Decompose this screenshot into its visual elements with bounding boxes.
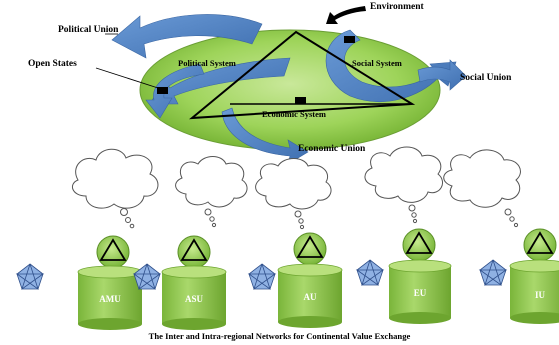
political-system-label: Political System	[178, 58, 236, 68]
thought-cloud-1	[71, 148, 159, 209]
figure-caption: The Inter and Intra-regional Networks fo…	[148, 331, 411, 341]
open-states-label: Open States	[28, 59, 77, 69]
node-box	[295, 97, 306, 104]
environment-arrow	[326, 6, 366, 24]
network-star-icon	[15, 263, 45, 291]
region-cylinders	[77, 259, 559, 330]
cylinder-eu	[388, 259, 452, 324]
thought-cloud-2	[175, 156, 248, 208]
thought-cloud-4	[364, 146, 443, 203]
social-union-arrow	[417, 59, 467, 91]
node-box	[344, 36, 355, 43]
economic-system-label: Economic System	[262, 109, 326, 119]
system-triangle	[188, 30, 416, 120]
cylinder-au	[277, 263, 343, 328]
network-star-icon	[355, 259, 385, 287]
social-system-arrow	[325, 29, 457, 102]
cylinder-iu	[509, 259, 559, 324]
thought-cloud-5	[443, 149, 521, 208]
region-label-amu: AMU	[99, 294, 121, 304]
node-box	[157, 87, 168, 94]
economic-union-label: Economic Union	[298, 144, 366, 154]
region-label-asu: ASU	[184, 294, 203, 304]
network-star-icon	[132, 263, 162, 291]
region-label-iu: IU	[534, 290, 545, 300]
network-star-icon	[478, 259, 508, 287]
political-union-label: Political Union	[58, 25, 119, 35]
social-system-label: Social System	[352, 58, 402, 68]
open-states-arrow	[145, 63, 205, 119]
region-label-au: AU	[303, 292, 317, 302]
cylinder-amu	[77, 265, 143, 330]
political-union-arrow	[111, 14, 263, 59]
social-union-label: Social Union	[460, 73, 512, 83]
region-label-eu: EU	[413, 288, 427, 298]
thought-cloud-3	[255, 158, 332, 210]
network-stars	[15, 259, 508, 291]
thought-clouds	[71, 146, 521, 230]
network-star-icon	[247, 263, 277, 291]
cylinder-asu	[161, 265, 227, 330]
environment-label: Environment	[370, 2, 424, 12]
system-circles	[96, 228, 557, 269]
